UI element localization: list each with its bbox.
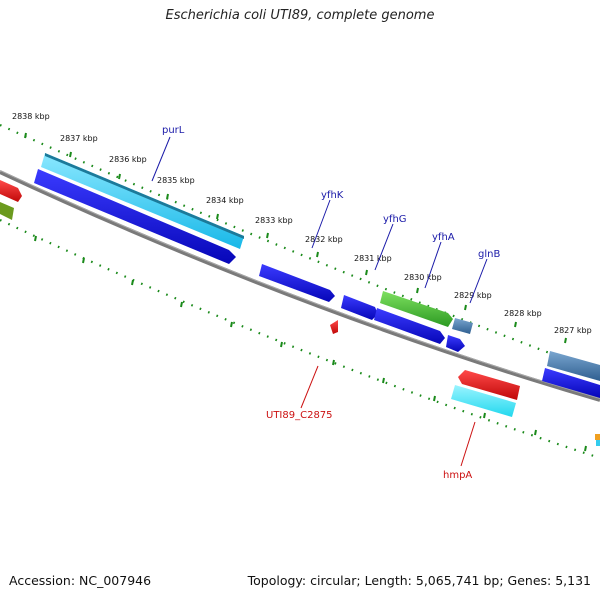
- gene-arrow[interactable]: [452, 318, 473, 334]
- gene-arrow[interactable]: [446, 335, 465, 352]
- gene-arrow[interactable]: [0, 202, 14, 220]
- genome-backbone: [0, 170, 600, 402]
- gene-labels: purL yfhK yfhG yfhA glnB UTI89_C2875 hmp…: [162, 125, 500, 481]
- tick-label: 2831 kbp: [354, 254, 392, 263]
- inner-major-ticks: [34, 235, 587, 452]
- tick-label: 2836 kbp: [109, 155, 147, 164]
- tick-label: 2835 kbp: [157, 176, 195, 185]
- reverse-leader-lines: [300, 365, 476, 467]
- tick-label: 2837 kbp: [60, 134, 98, 143]
- gene-arrow[interactable]: [0, 180, 22, 202]
- forward-leader-lines: [151, 136, 488, 304]
- gene-arrow[interactable]: [41, 153, 244, 249]
- gene-label-purl[interactable]: purL: [162, 125, 185, 136]
- gene-arrow[interactable]: [380, 291, 453, 327]
- gene-fragment: [596, 440, 600, 446]
- accession-text: Accession: NC_007946: [9, 573, 152, 588]
- gene-label-yfhk[interactable]: yfhK: [321, 190, 344, 201]
- gene-label-hmpa[interactable]: hmpA: [443, 470, 472, 481]
- gene-label-yfha[interactable]: yfhA: [432, 232, 455, 243]
- tick-label: 2830 kbp: [404, 273, 442, 282]
- outer-ruler: [0, 123, 600, 374]
- genome-summary-text: Topology: circular; Length: 5,065,741 bp…: [247, 573, 591, 588]
- gene-label-yfhg[interactable]: yfhG: [383, 214, 407, 225]
- tick-label: 2838 kbp: [12, 112, 50, 121]
- gene-label-uti89-c2875[interactable]: UTI89_C2875: [266, 410, 333, 421]
- gene-arrow[interactable]: [259, 264, 335, 302]
- gene-arrow[interactable]: [458, 370, 520, 400]
- outer-major-ticks: [24, 132, 567, 344]
- inner-ruler: [0, 219, 600, 460]
- tick-label: 2832 kbp: [305, 235, 343, 244]
- gene-label-glnb[interactable]: glnB: [478, 249, 500, 260]
- genome-title: Escherichia coli UTI89, complete genome: [165, 8, 435, 23]
- gene-arrow[interactable]: [374, 308, 445, 344]
- gene-arrow[interactable]: [451, 385, 516, 417]
- gene-arrow[interactable]: [547, 351, 600, 381]
- gene-arrow[interactable]: [542, 368, 600, 398]
- gene-fragment: [595, 434, 600, 440]
- tick-label: 2834 kbp: [206, 196, 244, 205]
- tick-label: 2828 kbp: [504, 309, 542, 318]
- gene-arrow[interactable]: [341, 295, 378, 320]
- gene-arrow[interactable]: [330, 320, 338, 334]
- gene-arrow[interactable]: [34, 169, 236, 264]
- tick-label: 2827 kbp: [554, 326, 592, 335]
- tick-label: 2833 kbp: [255, 216, 293, 225]
